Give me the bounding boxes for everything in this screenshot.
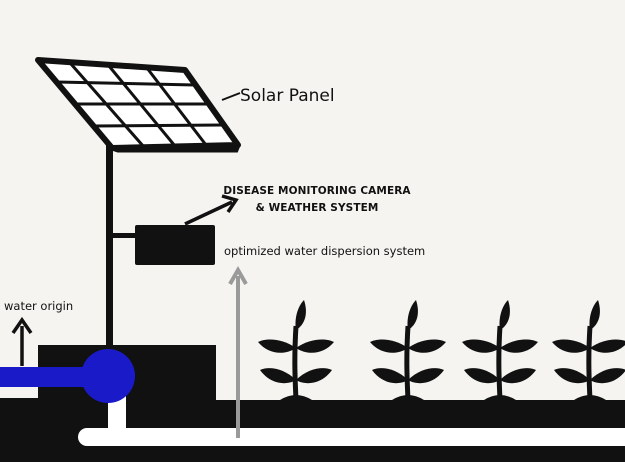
- water-origin-label: water origin: [4, 299, 74, 313]
- solar-pointer-line: [221, 92, 241, 101]
- plant-icon: [370, 300, 446, 400]
- camera-label: DISEASE MONITORING CAMERA & WEATHER SYST…: [222, 183, 412, 217]
- camera-label-line2: & WEATHER SYSTEM: [255, 202, 379, 214]
- plant-icon: [552, 300, 625, 400]
- solar-panel-label: Solar Panel: [240, 86, 335, 106]
- water-supply-pipe: [0, 367, 100, 387]
- solar-pole: [106, 135, 113, 347]
- underground-pipe: [78, 428, 625, 446]
- water-origin-arrow-icon: [11, 316, 33, 366]
- dispersion-label: optimized water dispersion system: [224, 244, 426, 258]
- pipe-riser: [108, 392, 126, 442]
- water-pump-icon: [81, 349, 135, 403]
- dispersion-arrow-icon: [228, 265, 248, 438]
- camera-label-line1: DISEASE MONITORING CAMERA: [223, 185, 411, 197]
- camera-box-icon: [135, 225, 215, 265]
- plant-icon: [258, 300, 334, 400]
- camera-arrow-icon: [184, 194, 239, 226]
- solar-panel-icon: [35, 57, 241, 153]
- plant-icon: [462, 300, 538, 400]
